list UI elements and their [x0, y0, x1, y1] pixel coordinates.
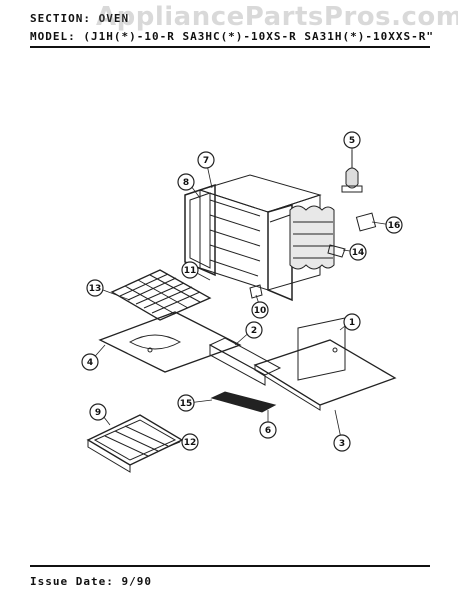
callout-label-13: 13	[89, 284, 102, 294]
oven-rack	[110, 269, 212, 321]
bracket-10	[249, 284, 263, 299]
callout-circle-6	[259, 421, 277, 439]
front-frame	[184, 183, 293, 302]
callout-label-12: 12	[184, 438, 197, 448]
model-line: MODEL: (J1H(*)-10-R SA3HC(*)-10XS-R SA31…	[30, 30, 434, 43]
callout-circle-14	[349, 243, 367, 261]
callout-circle-16	[385, 216, 403, 234]
callout-circle-8	[177, 173, 195, 191]
callout-label-3: 3	[339, 439, 345, 449]
callout-circle-5	[343, 131, 361, 149]
callout-circle-10	[251, 301, 269, 319]
callout-label-11: 11	[184, 266, 197, 276]
issue-date: Issue Date: 9/90	[30, 575, 152, 588]
callout-circle-7	[197, 151, 215, 169]
footer-rule	[30, 565, 430, 567]
bottom-panel	[98, 311, 242, 373]
oven-cavity	[198, 174, 322, 291]
bracket-14	[327, 244, 346, 258]
base-pan	[253, 317, 397, 411]
callout-label-6: 6	[265, 426, 271, 436]
callout-circle-1	[343, 313, 361, 331]
callout-circle-9	[89, 403, 107, 421]
callout-label-15: 15	[180, 399, 193, 409]
callout-label-4: 4	[87, 358, 93, 368]
callout-label-2: 2	[251, 326, 257, 336]
callout-label-10: 10	[254, 306, 267, 316]
insulation	[289, 205, 335, 270]
broiler-pan	[86, 414, 184, 473]
callout-label-5: 5	[349, 136, 355, 146]
watermark: AppliancePartsPros.com	[96, 2, 458, 32]
callout-circle-4	[81, 353, 99, 371]
socket-16	[355, 212, 377, 232]
callout-circle-12	[181, 433, 199, 451]
callout-label-14: 14	[352, 248, 365, 258]
callout-circle-3	[333, 434, 351, 452]
callout-label-7: 7	[203, 156, 209, 166]
callout-circle-11	[181, 261, 199, 279]
callout-circle-13	[86, 279, 104, 297]
bulb-5	[341, 150, 363, 193]
side-rail	[208, 337, 282, 413]
section-title: SECTION: OVEN	[30, 12, 130, 25]
callout-label-16: 16	[388, 221, 401, 231]
header-rule	[30, 46, 430, 48]
callout-circle-2	[245, 321, 263, 339]
callout-circle-15	[177, 394, 195, 412]
callout-label-8: 8	[183, 178, 189, 188]
callout-label-1: 1	[349, 318, 355, 328]
callout-label-9: 9	[95, 408, 101, 418]
